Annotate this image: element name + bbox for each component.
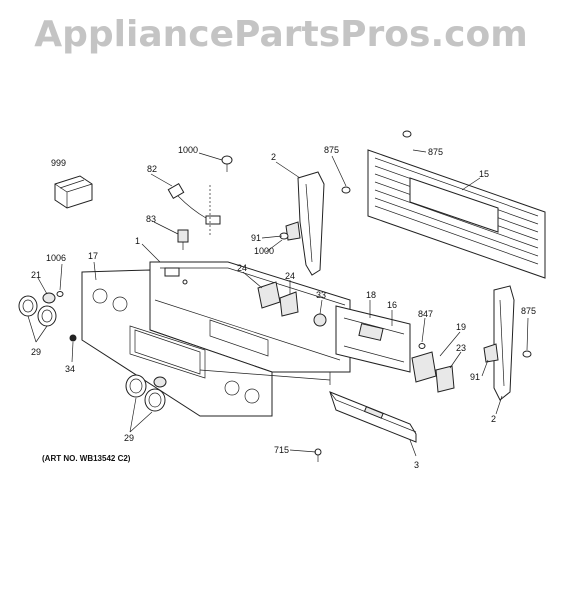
part-33-light [313,313,327,327]
callout-1006: 1006 [46,253,66,263]
part-15-rear-panel [367,149,546,279]
callout-23: 23 [456,343,466,353]
callout-3: 3 [414,460,419,470]
part-24-switch-b [279,291,299,317]
part-17-trim-panel [81,269,331,417]
callout-875-b: 875 [428,147,443,157]
callout-1000-bottom: 1000 [254,246,274,256]
part-875-screw-a [341,186,351,194]
callout-999: 999 [51,158,66,168]
part-34-spring [69,334,77,342]
part-29-knobs-left [18,295,57,327]
part-875-screw-c [522,350,532,358]
callout-29-left: 29 [31,347,41,357]
callout-715: 715 [274,445,289,455]
part-2-bracket-left [285,171,325,276]
callout-17: 17 [88,251,98,261]
callout-83: 83 [146,214,156,224]
part-82-harness [167,182,221,225]
part-16-control-board [335,305,411,373]
part-23-switch [435,365,455,393]
art-number: (ART NO. WB13542 C2) [42,454,131,463]
part-875-screw-b [402,130,412,138]
part-3-strip [329,391,417,443]
part-2-bracket-right [483,285,515,401]
part-1000-screw-top [209,155,233,235]
callout-24-b: 24 [285,271,295,281]
callout-875-c: 875 [521,306,536,316]
part-999-box [54,175,93,209]
callout-875-a: 875 [324,145,339,155]
leader-lines [27,149,529,457]
callout-16: 16 [387,300,397,310]
callout-82: 82 [147,164,157,174]
callout-2-right: 2 [491,414,496,424]
part-83-connector [177,229,189,250]
callout-91-left: 91 [251,233,261,243]
part-715-screw [314,448,322,462]
callout-1000-top: 1000 [178,145,198,155]
part-1006-screw [56,291,64,297]
callout-34: 34 [65,364,75,374]
callout-1: 1 [135,236,140,246]
callout-24-a: 24 [237,263,247,273]
part-29-knobs-bottom [125,374,167,412]
callout-33: 33 [316,290,326,300]
callout-2-left: 2 [271,152,276,162]
callout-21: 21 [31,270,41,280]
callout-847: 847 [418,309,433,319]
callout-15: 15 [479,169,489,179]
watermark-text: AppliancePartsPros.com [34,14,528,55]
part-21-knob-insert [42,292,56,304]
callout-91-right: 91 [470,372,480,382]
callout-19: 19 [456,322,466,332]
callout-18: 18 [366,290,376,300]
part-847-screw [418,343,426,349]
callout-29-bottom: 29 [124,433,134,443]
part-19-switch [411,351,437,383]
